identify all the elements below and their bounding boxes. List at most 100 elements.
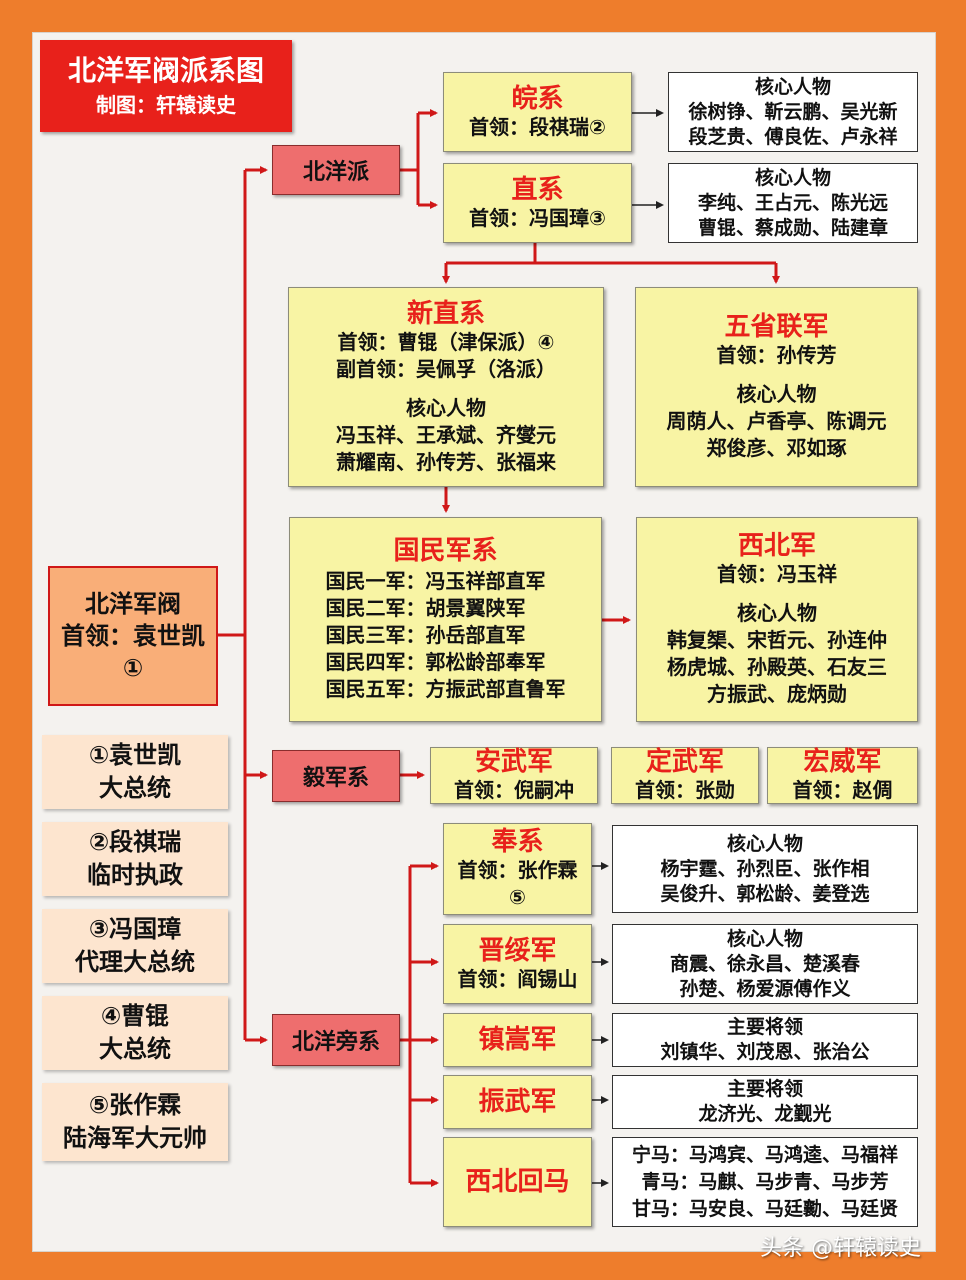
watermark: 头条 @轩辕读史 [760, 1236, 921, 1261]
core-line: 商震、徐永昌、楚溪春 [669, 952, 860, 975]
core-line: 龙济光、龙觐光 [698, 1103, 832, 1125]
faction-zhensong: 镇嵩军 [443, 1013, 592, 1067]
note-line: ⑤张作霖 [88, 1091, 182, 1119]
core-line: 萧耀南、孙传芳、张福来 [336, 449, 556, 474]
faction-leader: 首领：张勋 [635, 778, 735, 802]
diagram-credit: 制图：轩辕读史 [96, 93, 236, 117]
root-node: 北洋军阀 首领：袁世凯 ① [48, 566, 218, 706]
core-line: 冯玉祥、王承斌、齐燮元 [336, 422, 556, 447]
note-line: 大总统 [99, 774, 171, 802]
faction-name: 国民军系 [393, 536, 498, 566]
faction-leader: 首领：曹锟（津保派）④ [337, 329, 555, 354]
core-line: 李纯、王占元、陈光远 [697, 191, 888, 214]
branch-beiyang: 北洋派 [272, 145, 400, 195]
army-item: 国民一军：冯玉祥部直军 [325, 569, 546, 593]
core-line: 孙楚、杨爱源傅作义 [679, 977, 851, 1000]
note-line: 临时执政 [87, 861, 183, 889]
branch-pangxi: 北洋旁系 [272, 1014, 400, 1066]
core-line: 段芝贵、傅良佐、卢永祥 [688, 125, 898, 148]
core-line: 吴俊升、郭松龄、姜登选 [660, 882, 870, 905]
note-item: ③冯国璋代理大总统 [42, 909, 228, 983]
faction-name: 西北回马 [465, 1167, 570, 1197]
note-item: ①袁世凯大总统 [42, 735, 228, 809]
faction-name: 宏威军 [803, 747, 882, 777]
core-line: 方振武、庞炳勋 [707, 682, 847, 706]
zhenwu-generals: 主要将领 龙济光、龙觐光 [612, 1075, 918, 1129]
army-item: 国民三军：孙岳部直军 [325, 623, 526, 647]
branch-yijun: 毅军系 [272, 750, 400, 802]
faction-name: 定武军 [645, 747, 724, 777]
faction-mark: ⑤ [509, 885, 526, 909]
zhensong-generals: 主要将领 刘镇华、刘茂恩、张治公 [612, 1013, 918, 1067]
core-title: 核心人物 [754, 166, 831, 189]
core-line: 徐树铮、靳云鹏、吴光新 [688, 100, 898, 123]
core-line: 宁马：马鸿宾、马鸿逵、马福祥 [631, 1143, 898, 1166]
army-item: 国民四军：郭松龄部奉军 [325, 650, 546, 674]
faction-name: 镇嵩军 [478, 1025, 557, 1055]
faction-name: 西北军 [737, 531, 816, 561]
root-leader: 首领：袁世凯 [61, 622, 205, 650]
faction-jinsui: 晋绥军 首领：阎锡山 [443, 924, 592, 1004]
army-item: 国民二军：胡景翼陕军 [325, 596, 526, 620]
faction-huima: 西北回马 [443, 1137, 592, 1227]
core-line: 杨宇霆、孙烈臣、张作相 [660, 857, 870, 880]
core-title: 主要将领 [726, 1016, 803, 1038]
feng-core: 核心人物 杨宇霆、孙烈臣、张作相 吴俊升、郭松龄、姜登选 [612, 825, 918, 913]
branch-label: 北洋派 [302, 160, 369, 185]
branch-label: 北洋旁系 [291, 1030, 380, 1055]
faction-feng: 奉系 首领：张作霖 ⑤ [443, 823, 592, 915]
note-line: 陆海军大元帅 [63, 1124, 207, 1152]
core-title: 核心人物 [726, 832, 803, 855]
faction-leader: 首领：阎锡山 [457, 966, 578, 991]
diagram-title: 北洋军阀派系图 [67, 54, 264, 87]
title-block: 北洋军阀派系图 制图：轩辕读史 [40, 40, 292, 132]
faction-name: 奉系 [491, 827, 544, 857]
zhi-core: 核心人物 李纯、王占元、陈光远 曹锟、蔡成勋、陆建章 [668, 163, 918, 243]
faction-name: 皖系 [511, 83, 564, 114]
faction-leader: 首领：张作霖 [457, 858, 578, 882]
faction-name: 五省联军 [724, 312, 829, 342]
note-line: 代理大总统 [75, 948, 195, 976]
branch-label: 毅军系 [302, 766, 369, 791]
core-title: 核心人物 [736, 382, 817, 406]
faction-name: 振武军 [478, 1087, 557, 1117]
faction-leader: 首领：赵倜 [792, 778, 893, 802]
wan-core: 核心人物 徐树铮、靳云鹏、吴光新 段芝贵、傅良佐、卢永祥 [668, 72, 918, 152]
core-line: 刘镇华、刘茂恩、张治公 [660, 1041, 870, 1063]
core-line: 甘马：马安良、马廷勷、马廷贤 [631, 1197, 898, 1220]
faction-leader: 首领：冯玉祥 [717, 562, 837, 586]
root-name: 北洋军阀 [85, 590, 181, 618]
faction-guominjun: 国民军系 国民一军：冯玉祥部直军 国民二军：胡景翼陕军 国民三军：孙岳部直军 国… [289, 517, 602, 722]
faction-leader: 首领：倪嗣冲 [454, 778, 574, 802]
faction-zhenwu: 振武军 [443, 1075, 592, 1129]
faction-name: 新直系 [406, 298, 485, 329]
core-title: 核心人物 [406, 395, 486, 420]
core-title: 主要将领 [726, 1078, 803, 1100]
core-title: 核心人物 [737, 601, 817, 625]
huima-lines: 宁马：马鸿宾、马鸿逵、马福祥 青马：马麒、马步青、马步芳 甘马：马安良、马廷勷、… [612, 1137, 918, 1227]
faction-deputy: 副首领：吴佩孚（洛派） [336, 356, 556, 381]
note-item: ④曹锟大总统 [42, 996, 228, 1070]
note-line: ②段祺瑞 [88, 828, 182, 856]
note-line: ①袁世凯 [88, 741, 182, 769]
faction-xinzhi: 新直系 首领：曹锟（津保派）④ 副首领：吴佩孚（洛派） 核心人物 冯玉祥、王承斌… [288, 287, 604, 487]
core-line: 青马：马麒、马步青、马步芳 [641, 1170, 889, 1193]
faction-name: 晋绥军 [478, 935, 557, 966]
root-mark: ① [122, 654, 144, 682]
core-line: 周荫人、卢香亭、陈调元 [666, 409, 887, 433]
faction-name: 安武军 [474, 747, 553, 777]
core-line: 郑俊彦、邓如琢 [706, 436, 847, 460]
faction-leader: 首领：冯国璋③ [469, 205, 606, 230]
jinsui-core: 核心人物 商震、徐永昌、楚溪春 孙楚、杨爱源傅作义 [612, 924, 918, 1004]
faction-wan: 皖系 首领：段祺瑞② [443, 72, 632, 152]
note-item: ②段祺瑞临时执政 [42, 822, 228, 896]
note-line: ④曹锟 [100, 1002, 170, 1030]
core-line: 曹锟、蔡成勋、陆建章 [697, 216, 888, 239]
faction-zhi: 直系 首领：冯国璋③ [443, 163, 632, 243]
faction-wusheng: 五省联军 首领：孙传芳 核心人物 周荫人、卢香亭、陈调元 郑俊彦、邓如琢 [635, 287, 918, 487]
faction-leader: 首领：段祺瑞② [469, 114, 606, 139]
note-item: ⑤张作霖陆海军大元帅 [42, 1083, 228, 1161]
core-title: 核心人物 [754, 75, 831, 98]
core-title: 核心人物 [726, 927, 803, 950]
